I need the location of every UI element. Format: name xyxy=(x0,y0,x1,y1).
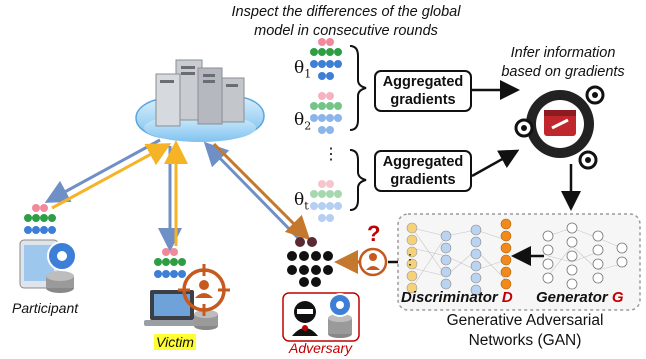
gan-title-line2: Networks (GAN) xyxy=(468,332,582,349)
theta-symbol: θ xyxy=(294,190,305,210)
adversary-model xyxy=(287,237,333,287)
victim-laptop-icon xyxy=(144,290,218,330)
infer-caption: Infer information based on gradients xyxy=(478,44,646,82)
participant-arrows xyxy=(44,138,172,210)
theta-symbol: θ xyxy=(294,58,305,78)
theta-symbol: θ xyxy=(294,110,305,130)
hacker-icon xyxy=(292,301,318,336)
aggregated-gradients-box-2: Aggregated gradients xyxy=(374,150,472,192)
participant-label: Participant xyxy=(12,300,79,316)
discriminator-label: Discriminator D xyxy=(401,289,513,306)
victim-arrows xyxy=(158,140,188,252)
probe-agent-icon xyxy=(358,247,388,277)
agg1-line1: Aggregated xyxy=(382,74,464,90)
generator-word: Generator xyxy=(536,289,608,306)
agg2-line2: gradients xyxy=(390,172,456,188)
adversary-database-icon xyxy=(328,293,352,338)
inspect-caption: Inspect the differences of the global mo… xyxy=(196,3,496,41)
theta-subscript: t xyxy=(304,199,309,213)
model-theta-1 xyxy=(310,38,342,80)
gan-title: Generative Adversarial Networks (GAN) xyxy=(410,311,640,351)
adversary-label: Adversary xyxy=(289,340,353,356)
server-icon xyxy=(155,59,245,127)
vertical-ellipsis: ⋮ xyxy=(323,146,339,163)
inspect-caption-line1: Inspect the differences of the global xyxy=(231,4,461,20)
gan-title-line1: Generative Adversarial xyxy=(446,312,604,329)
discriminator-symbol: D xyxy=(501,289,513,306)
infer-caption-line2: based on gradients xyxy=(501,64,625,80)
question-mark: ? xyxy=(367,221,381,246)
theta-subscript: 2 xyxy=(304,119,312,133)
brace-1 xyxy=(349,45,367,131)
arrow-agg2-to-gear xyxy=(471,149,520,178)
brace-2 xyxy=(349,149,367,211)
agg2-line1: Aggregated xyxy=(382,154,464,170)
infer-caption-line1: Infer information xyxy=(510,45,616,61)
victim-model xyxy=(154,248,186,278)
target-crosshair-icon xyxy=(178,264,230,316)
aggregated-gradients-box-1: Aggregated gradients xyxy=(374,70,472,112)
discriminator-word: Discriminator xyxy=(401,289,498,306)
discriminator-network xyxy=(406,218,512,296)
theta-2-label: θ2 xyxy=(294,110,311,132)
theta-t-label: θt xyxy=(294,190,309,212)
generator-network xyxy=(542,222,628,290)
inspect-caption-line2: model in consecutive rounds xyxy=(254,23,438,39)
model-theta-2 xyxy=(310,92,342,134)
agg1-line2: gradients xyxy=(390,92,456,108)
gan-dots: ⋮ xyxy=(403,251,417,267)
generator-symbol: G xyxy=(611,289,624,306)
generator-label: Generator G xyxy=(536,289,624,306)
inference-gear-icon xyxy=(514,85,605,170)
theta-subscript: 1 xyxy=(304,67,312,81)
victim-label: Victim xyxy=(154,334,196,350)
adversary-arrows xyxy=(203,141,311,242)
model-theta-t xyxy=(310,180,342,222)
theta-1-label: θ1 xyxy=(294,58,311,80)
participant-model xyxy=(24,204,56,234)
participant-device-icon xyxy=(19,239,77,293)
